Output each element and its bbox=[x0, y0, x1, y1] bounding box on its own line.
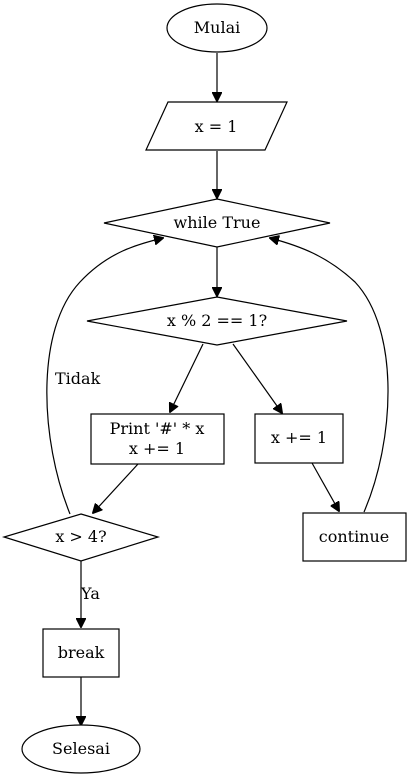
node-inc-label: x += 1 bbox=[271, 428, 327, 447]
node-cont-label: continue bbox=[319, 527, 390, 546]
node-end: Selesai bbox=[21, 724, 141, 774]
node-print-label-line1: Print '#' * x bbox=[110, 419, 205, 438]
node-cond-gt-label: x > 4? bbox=[55, 527, 106, 546]
node-start: Mulai bbox=[166, 3, 268, 53]
edge-label-yes: Ya bbox=[80, 584, 100, 603]
node-cond-odd-label: x % 2 == 1? bbox=[167, 311, 267, 330]
edge-cond-gt-to-loop bbox=[46, 238, 163, 515]
edge-cond-odd-to-inc bbox=[232, 343, 282, 413]
node-init: x = 1 bbox=[145, 101, 288, 151]
node-break: break bbox=[42, 628, 120, 678]
node-print: Print '#' * x x += 1 bbox=[90, 413, 225, 465]
node-cond-odd: x % 2 == 1? bbox=[86, 296, 348, 346]
edge-cont-to-loop bbox=[270, 238, 389, 513]
node-loop-label: while True bbox=[174, 213, 261, 232]
node-cont: continue bbox=[302, 512, 407, 562]
edge-print-to-cond-gt bbox=[93, 463, 139, 513]
edges bbox=[46, 53, 389, 725]
node-inc: x += 1 bbox=[254, 413, 344, 464]
edge-inc-to-cont bbox=[311, 462, 339, 511]
edge-cond-odd-to-print bbox=[170, 343, 204, 412]
node-cond-gt: x > 4? bbox=[1, 513, 161, 562]
node-start-label: Mulai bbox=[194, 18, 240, 37]
node-init-label: x = 1 bbox=[195, 117, 238, 136]
edge-label-no: Tidak bbox=[55, 369, 101, 388]
node-print-label-line2: x += 1 bbox=[129, 439, 185, 458]
node-loop: while True bbox=[103, 198, 331, 248]
node-break-label: break bbox=[58, 643, 105, 662]
node-end-label: Selesai bbox=[52, 739, 110, 758]
